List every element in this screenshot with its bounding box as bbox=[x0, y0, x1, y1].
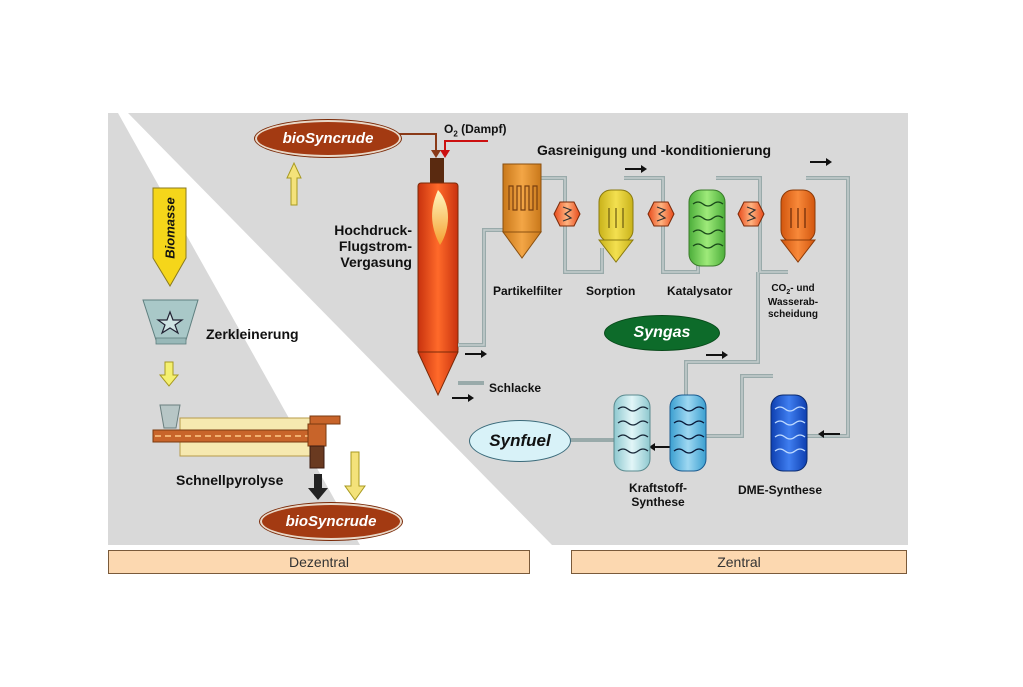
biosyncrude-feed-line bbox=[398, 133, 437, 152]
heat-exchanger-2 bbox=[647, 201, 675, 227]
biosyncrude-bottom-label: bioSyncrude bbox=[285, 513, 377, 530]
synfuel-oval: Synfuel bbox=[469, 420, 571, 462]
yellow-down-arrow bbox=[344, 451, 366, 501]
co2-wasserabscheidung-column bbox=[779, 189, 817, 263]
zerkleinerung-hopper bbox=[142, 299, 199, 345]
schnellpyrolyse-label: Schnellpyrolyse bbox=[176, 472, 284, 488]
dme-synthese-label: DME-Synthese bbox=[738, 483, 823, 497]
syngas-oval: Syngas bbox=[604, 315, 720, 351]
katalysator-column bbox=[688, 189, 726, 267]
dezentral-label: Dezentral bbox=[289, 554, 349, 570]
flame bbox=[432, 190, 448, 245]
biomasse-label: Biomasse bbox=[162, 197, 178, 259]
biomasse-arrow bbox=[152, 187, 187, 287]
biosyncrude-top-label: bioSyncrude bbox=[282, 130, 374, 147]
yellow-down-arrow-small bbox=[158, 361, 180, 387]
kraftstoff-synthese-column-2 bbox=[669, 394, 707, 472]
o2-dampf-label: O2 (Dampf) bbox=[444, 122, 507, 139]
schnellpyrolyse-reactor bbox=[152, 404, 341, 469]
zerkleinerung-label: Zerkleinerung bbox=[206, 326, 299, 342]
syngas-label: Syngas bbox=[633, 324, 691, 341]
kraftstoff-synthese-label: Kraftstoff- Synthese bbox=[629, 481, 687, 509]
zentral-box: Zentral bbox=[571, 550, 907, 574]
kraftstoff-synthese-column-1 bbox=[613, 394, 651, 472]
dme-synthese-column bbox=[770, 394, 808, 472]
yellow-up-arrow bbox=[286, 161, 302, 206]
sorption-label: Sorption bbox=[586, 284, 636, 298]
sorption-column bbox=[597, 189, 635, 263]
co2-wasserabscheidung-label: CO2- und Wasserab- scheidung bbox=[767, 283, 819, 320]
flow-arrows bbox=[452, 158, 840, 451]
schlacke-label: Schlacke bbox=[489, 381, 542, 395]
o2-feed-line bbox=[444, 140, 488, 152]
heat-exchanger-1 bbox=[553, 201, 581, 227]
dezentral-box: Dezentral bbox=[108, 550, 530, 574]
gasifier bbox=[417, 158, 459, 397]
synfuel-label: Synfuel bbox=[489, 431, 551, 450]
partikelfilter bbox=[502, 163, 542, 259]
dark-down-arrow bbox=[308, 474, 328, 500]
hochdruck-label: Hochdruck- Flugstrom- Vergasung bbox=[334, 222, 412, 271]
biosyncrude-oval-bottom: bioSyncrude bbox=[260, 503, 402, 540]
zentral-label: Zentral bbox=[717, 554, 761, 570]
partikelfilter-label: Partikelfilter bbox=[493, 284, 563, 298]
gasreinigung-label: Gasreinigung und -konditionierung bbox=[537, 142, 772, 158]
katalysator-label: Katalysator bbox=[667, 284, 733, 298]
biosyncrude-oval-top: bioSyncrude bbox=[255, 120, 401, 157]
star-icon bbox=[156, 310, 184, 335]
heat-exchanger-3 bbox=[737, 201, 765, 227]
